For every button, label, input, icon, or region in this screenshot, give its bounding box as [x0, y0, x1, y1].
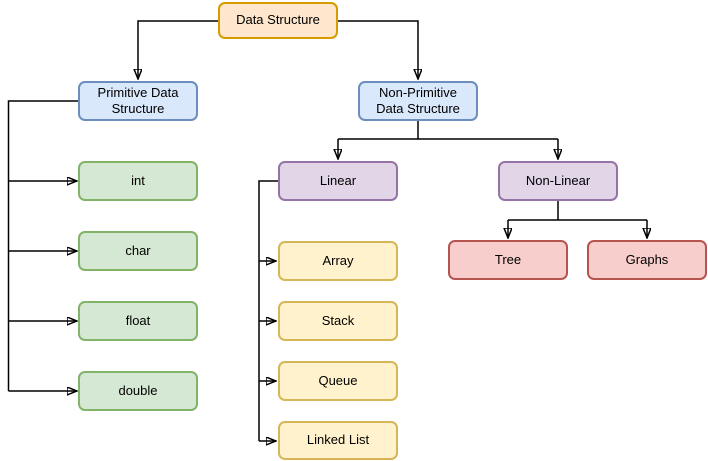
node-stack: Stack [278, 301, 398, 341]
node-array: Array [278, 241, 398, 281]
edge-linear-rail [258, 180, 278, 441]
node-data-structure: Data Structure [218, 2, 338, 39]
node-char: char [78, 231, 198, 271]
edge-non-primitive-split [338, 121, 558, 140]
node-double: double [78, 371, 198, 411]
node-graphs: Graphs [587, 240, 707, 280]
edge-primitive-rail [7, 100, 78, 391]
edge-root-to-primitive [138, 20, 218, 79]
node-linked-list: Linked List [278, 421, 398, 460]
node-non-linear: Non-Linear [498, 161, 618, 201]
edge-root-to-non-primitive [338, 20, 418, 79]
node-tree: Tree [448, 240, 568, 280]
node-primitive-data-structure: Primitive Data Structure [78, 81, 198, 121]
node-non-primitive-data-structure: Non-Primitive Data Structure [358, 81, 478, 121]
node-linear: Linear [278, 161, 398, 201]
node-int: int [78, 161, 198, 201]
edge-non-linear-split [508, 201, 647, 221]
node-float: float [78, 301, 198, 341]
node-queue: Queue [278, 361, 398, 401]
